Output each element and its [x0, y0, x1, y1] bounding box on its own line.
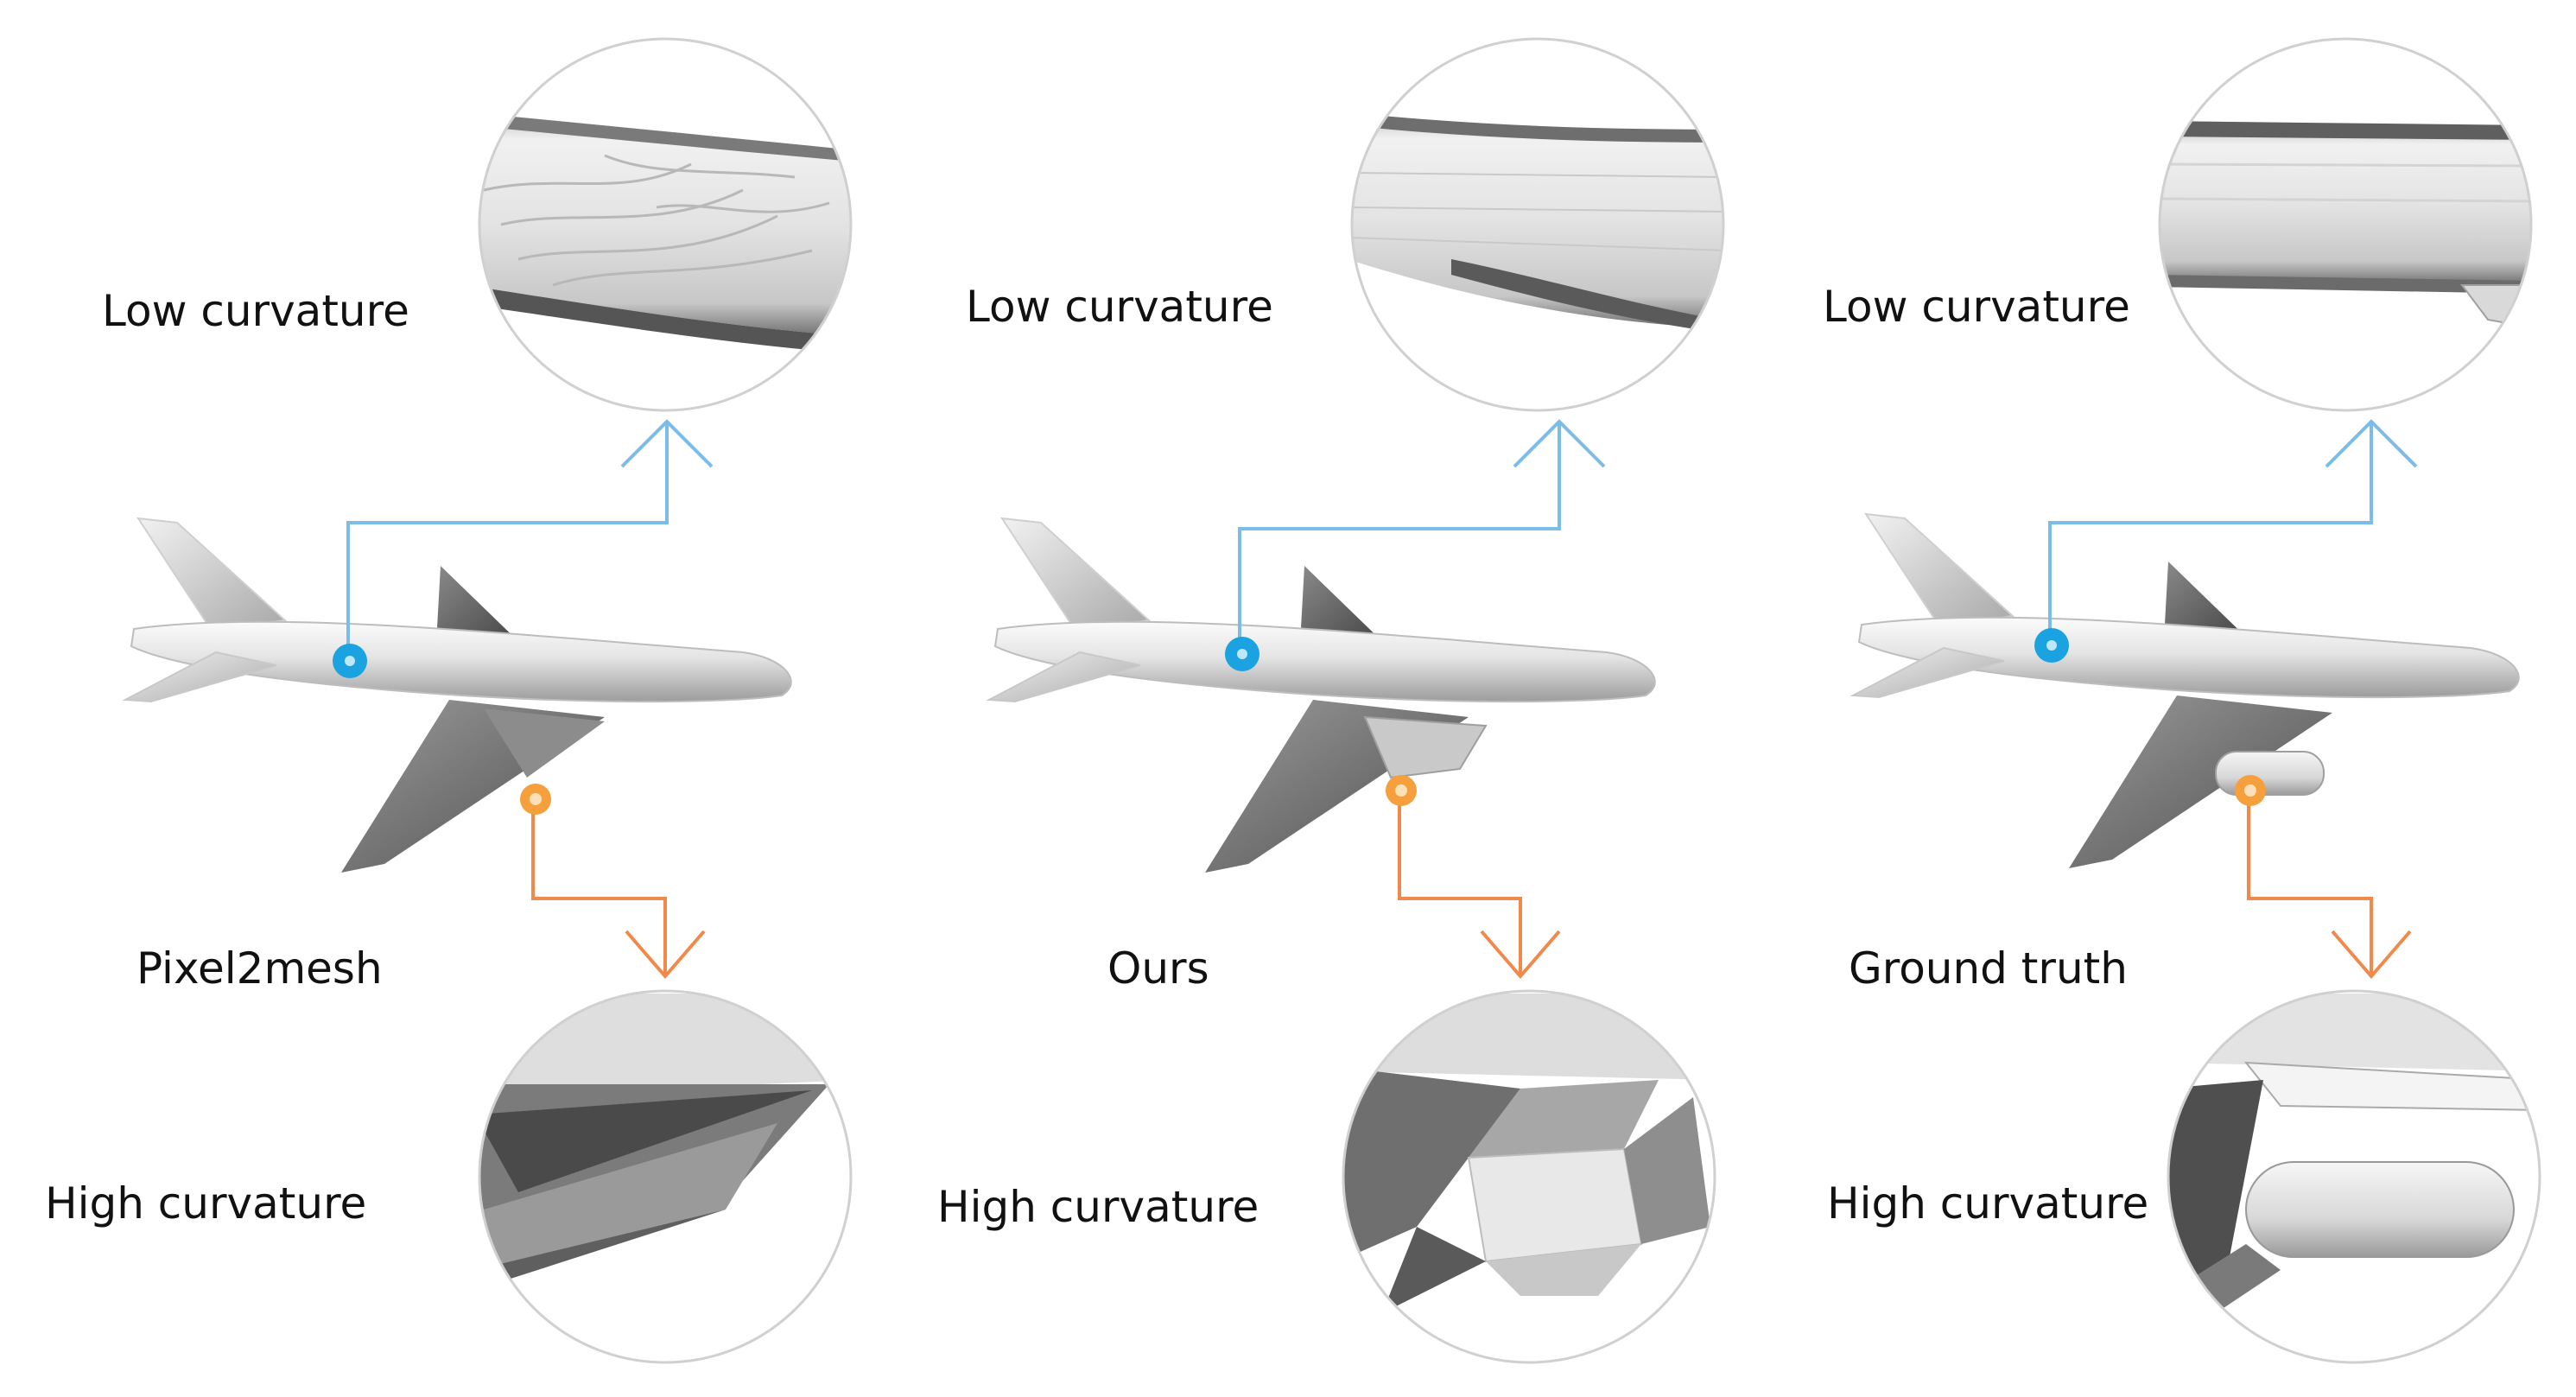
low-curvature-label-ground-truth: Low curvature: [1823, 282, 2130, 332]
low-curvature-markers: [333, 628, 2069, 678]
zoom-low-curvature-ours: [1350, 37, 1725, 412]
airplane-model-ours: [988, 518, 1656, 873]
zoom-high-curvature-pixel2mesh: [478, 989, 853, 1364]
low-curvature-label-pixel2mesh: Low curvature: [102, 286, 409, 336]
airplane-model-pixel2mesh: [124, 518, 792, 873]
zoom-low-curvature-ground-truth: [2158, 37, 2533, 412]
zoom-low-curvature-pixel2mesh: [478, 37, 853, 412]
high-curvature-connectors: [531, 786, 2412, 980]
low-curvature-label-ours: Low curvature: [966, 282, 1273, 332]
airplane-model-ground-truth: [1852, 513, 2520, 869]
method-label-ours: Ours: [1107, 943, 1209, 994]
zoom-high-curvature-ours: [1342, 989, 1716, 1364]
high-curvature-label-ground-truth: High curvature: [1827, 1178, 2149, 1229]
high-curvature-label-pixel2mesh: High curvature: [45, 1178, 367, 1229]
low-curvature-connectors: [346, 419, 2418, 657]
high-curvature-markers: [520, 775, 2266, 815]
method-label-pixel2mesh: Pixel2mesh: [136, 943, 383, 994]
high-curvature-label-ours: High curvature: [937, 1182, 1259, 1232]
zoom-high-curvature-ground-truth: [2167, 989, 2541, 1364]
method-label-ground-truth: Ground truth: [1849, 943, 2128, 994]
